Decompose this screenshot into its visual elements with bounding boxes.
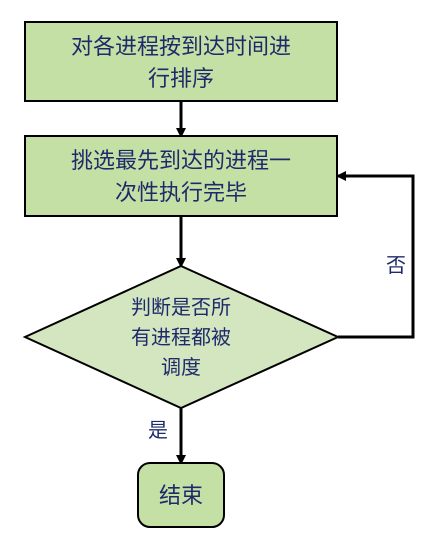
sort-processes-node: 对各进程按到达时间进 行排序 <box>24 21 338 102</box>
yes-label: 是 <box>148 418 168 442</box>
decision-line-1: 判断是否所 <box>131 295 231 319</box>
sort-processes-line-1: 对各进程按到达时间进 <box>71 35 291 60</box>
sort-processes-line-2: 行排序 <box>148 67 214 92</box>
decision-node: 判断是否所 有进程都被 调度 <box>22 264 341 410</box>
select-and-run-box <box>24 135 338 217</box>
end-label: 结束 <box>159 484 203 509</box>
select-and-run-line-1: 挑选最先到达的进程一 <box>71 149 291 174</box>
sort-processes-box <box>24 21 338 102</box>
no-label: 否 <box>386 253 406 277</box>
decision-line-3: 调度 <box>161 355 201 379</box>
select-and-run-node: 挑选最先到达的进程一 次性执行完毕 <box>24 135 338 217</box>
decision-line-2: 有进程都被 <box>131 325 231 349</box>
select-and-run-line-2: 次性执行完毕 <box>115 181 247 206</box>
end-node: 结束 <box>137 462 225 528</box>
end-box <box>137 462 225 528</box>
arrow-no-loop-back <box>336 171 415 339</box>
